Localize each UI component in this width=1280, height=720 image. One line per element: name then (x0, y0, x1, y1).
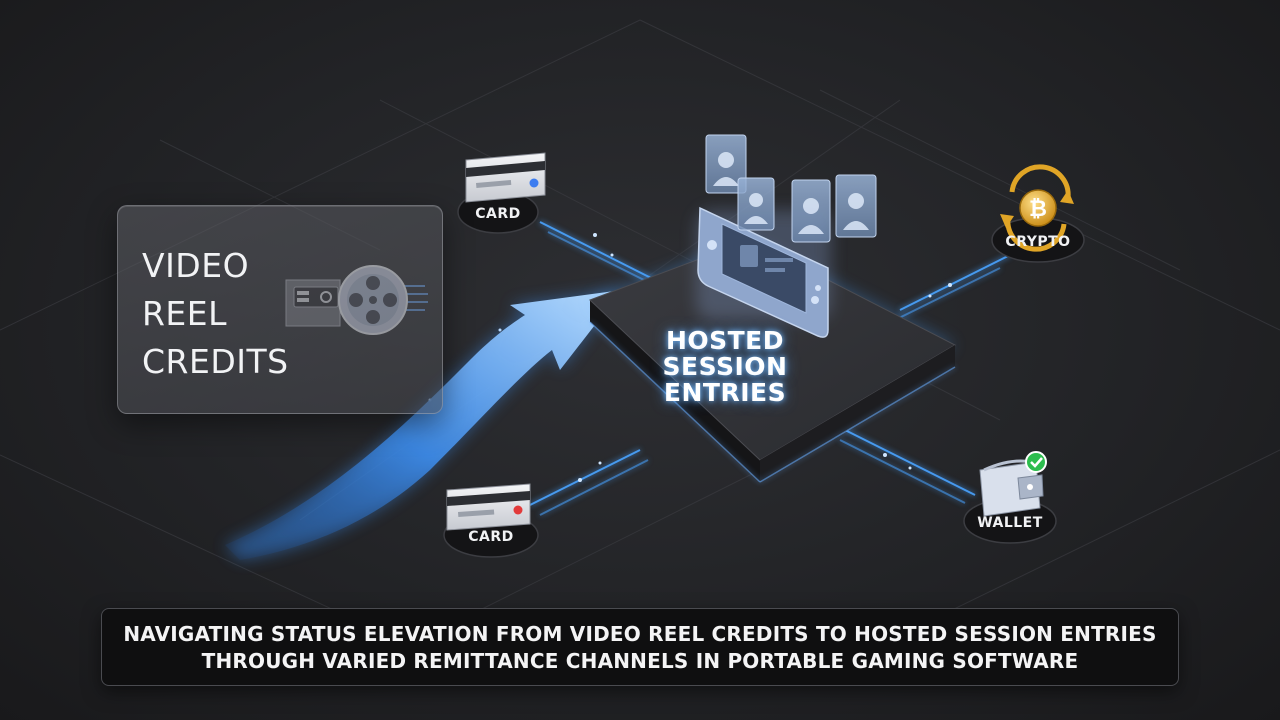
source-label-line: CREDITS (142, 342, 289, 381)
source-label-line: REEL (142, 294, 228, 333)
credit-card-icon (465, 152, 546, 203)
link-card-top (539, 221, 656, 281)
card-bottom-label: CARD (468, 529, 514, 545)
bitcoin-icon: ₿ (1000, 164, 1074, 252)
card-top-label: CARD (475, 206, 521, 222)
source-label-line: VIDEO (142, 246, 250, 285)
hub-title-line: HOSTED (665, 326, 785, 355)
svg-text:₿: ₿ (1029, 197, 1047, 222)
source-panel: VIDEO REEL CREDITS (117, 205, 443, 414)
link-card-bottom (529, 449, 641, 506)
crypto-label: CRYPTO (1005, 234, 1071, 250)
credit-card-icon (446, 483, 531, 531)
caption-line: NAVIGATING STATUS ELEVATION FROM VIDEO R… (123, 622, 1157, 646)
hub-title-line: ENTRIES (663, 378, 787, 407)
profile-tile (705, 134, 747, 194)
caption-text: NAVIGATING STATUS ELEVATION FROM VIDEO R… (102, 621, 1178, 675)
link-wallet (844, 429, 976, 496)
profile-tiles (705, 134, 877, 243)
connection-lines (529, 221, 1011, 516)
caption-box: NAVIGATING STATUS ELEVATION FROM VIDEO R… (101, 608, 1179, 686)
hub-platform (589, 239, 957, 483)
caption-line: THROUGH VARIED REMITTANCE CHANNELS IN PO… (201, 649, 1079, 673)
hub-title: HOSTED SESSION ENTRIES (590, 328, 860, 406)
hub-title-line: SESSION (662, 352, 788, 381)
profile-tile (791, 179, 831, 243)
source-label: VIDEO REEL CREDITS (142, 242, 302, 386)
wallet-icon (979, 451, 1047, 517)
link-crypto (899, 254, 1011, 311)
profile-tile (737, 177, 775, 231)
elevation-arrow (225, 290, 622, 560)
wallet-label: WALLET (977, 515, 1043, 531)
profile-tile (835, 174, 877, 238)
